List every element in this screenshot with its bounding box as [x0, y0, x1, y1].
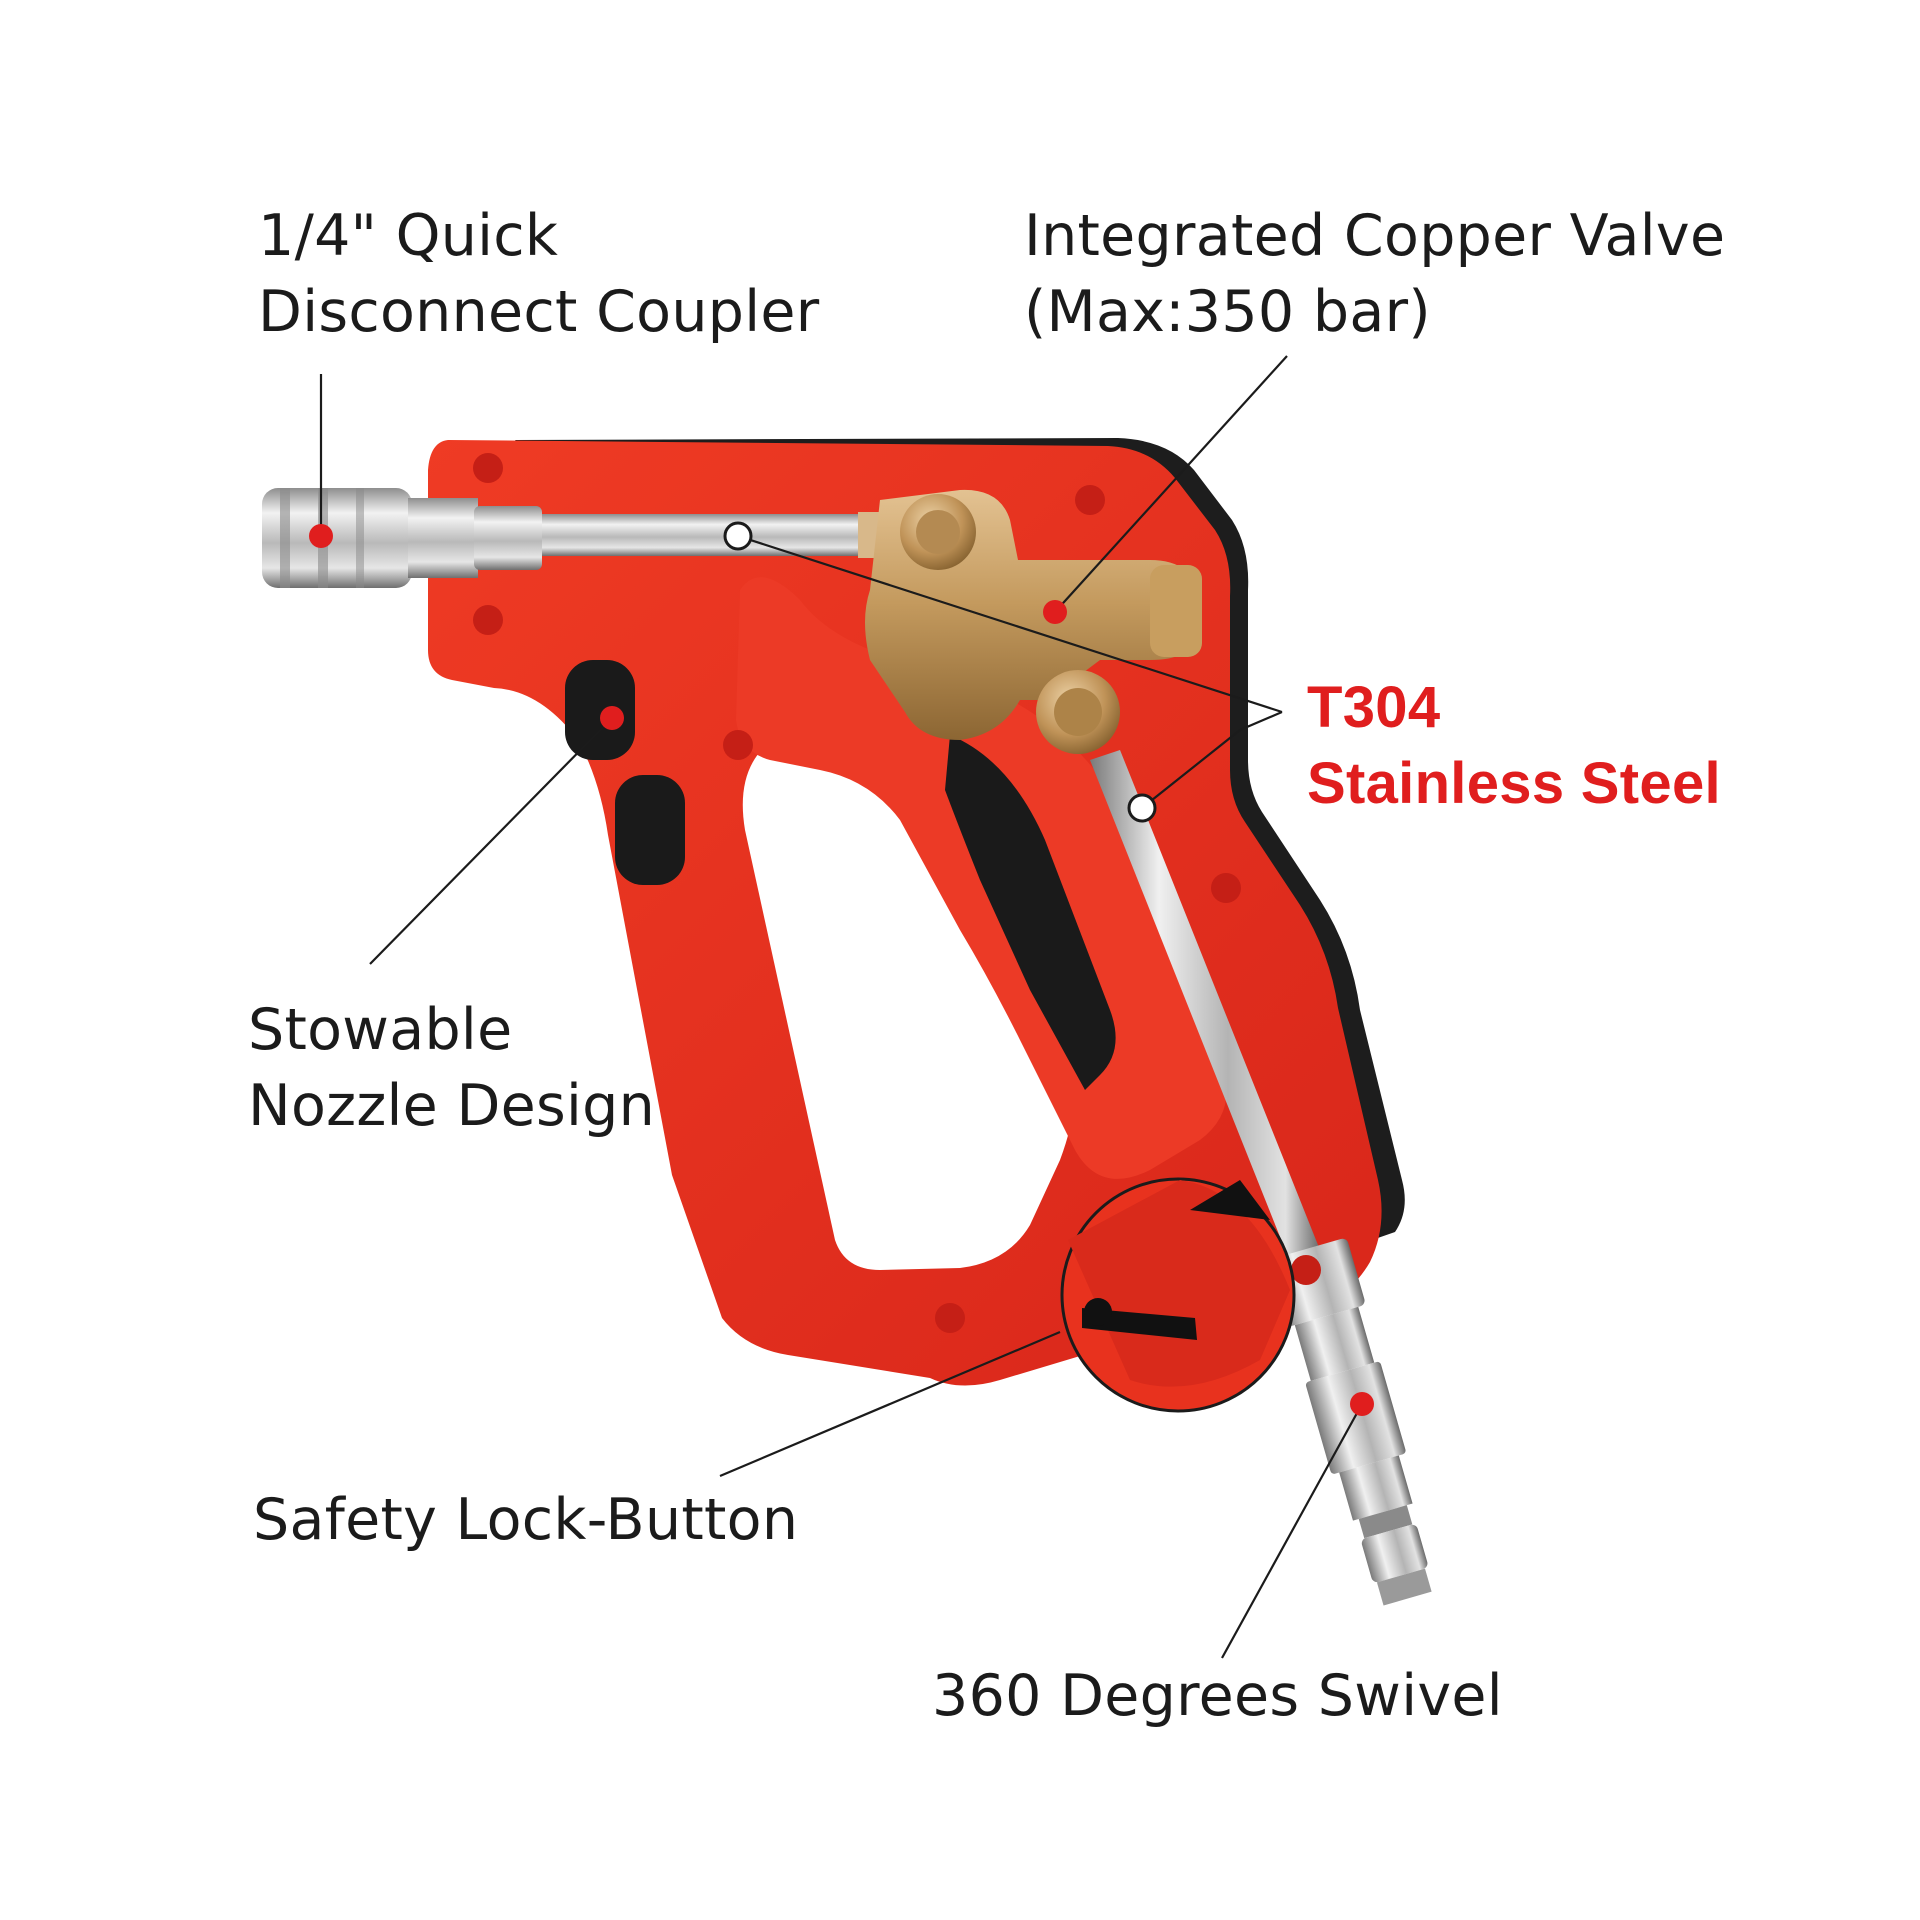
copper-valve: [865, 489, 1202, 754]
housing-screw-holes: [473, 453, 1321, 1333]
nozzle-holder-bottom: [615, 775, 685, 885]
steel-callout-line-upper: [737, 534, 1283, 714]
stowable-callout-line: [369, 717, 613, 965]
stainless-steel-label-line2: Stainless Steel: [1307, 751, 1721, 816]
trigger-rubber-grip: [945, 735, 1116, 1090]
swivel-label: 360 Degrees Swivel: [932, 1663, 1503, 1729]
quick-coupler-label-line1: 1/4" Quick: [258, 203, 559, 269]
safety-callout-line: [719, 1330, 1061, 1478]
steel-lower-marker-icon: [1127, 793, 1157, 823]
quick-coupler-label: 1/4" Quick Disconnect Coupler: [258, 198, 819, 350]
quick-coupler-label-line2: Disconnect Coupler: [258, 279, 820, 345]
swivel-marker-icon: [1350, 1392, 1374, 1416]
stainless-steel-label-line1: T304: [1307, 675, 1441, 740]
copper-valve-label: Integrated Copper Valve (Max:350 bar): [1024, 198, 1725, 350]
copper-valve-label-line1: Integrated Copper Valve: [1024, 203, 1726, 269]
callout-lines: [319, 355, 1363, 1659]
valve-callout-line: [1054, 355, 1288, 613]
swivel-callout-line: [1221, 1403, 1363, 1659]
valve-marker-icon: [1043, 600, 1067, 624]
copper-valve-label-line2: (Max:350 bar): [1024, 279, 1431, 345]
safety-lock-label: Safety Lock-Button: [253, 1487, 799, 1553]
stowable-nozzle-label-line1: Stowable: [248, 997, 513, 1063]
stowable-nozzle-label-line2: Nozzle Design: [248, 1073, 656, 1139]
steel-callout-line-lower: [1141, 710, 1283, 809]
upper-steel-tube: [540, 514, 890, 556]
coupler-marker-icon: [309, 524, 333, 548]
quick-coupler: [262, 488, 542, 588]
nozzle-holder-top: [565, 660, 635, 760]
stowable-nozzle-label: Stowable Nozzle Design: [248, 992, 655, 1144]
steel-upper-marker-icon: [723, 521, 753, 551]
swivel-fitting: [1269, 1238, 1432, 1606]
safety-lock-magnifier: [1060, 1177, 1296, 1413]
stowable-marker-icon: [600, 706, 624, 730]
lower-steel-tube: [1090, 750, 1320, 1262]
stainless-steel-label: T304 Stainless Steel: [1307, 670, 1721, 822]
